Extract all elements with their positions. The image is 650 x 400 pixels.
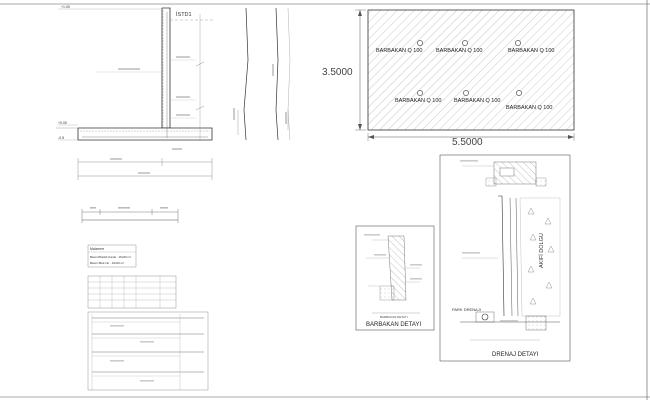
barbakan-label-4: BARBAKAN Q 100 [395, 98, 441, 104]
bar-schedule [87, 311, 209, 391]
barbakan-detail-title: BARBAKAN DETAYI [366, 322, 421, 328]
plan-height-dim: 3.5000 [322, 67, 353, 78]
barbakan-label-5: BARBAKAN Q 100 [454, 98, 500, 104]
drainage-detail-title: DRENAJ DETAYI [492, 352, 539, 358]
wall-section [56, 7, 215, 180]
dimension-strip [81, 207, 179, 223]
elev-top: +1.00 [61, 5, 70, 9]
barbakan-label-1: BARBAKAN Q 100 [376, 48, 422, 54]
material-table [87, 244, 177, 309]
barbakan-label-2: BARBAKAN Q 100 [436, 48, 482, 54]
plan-width-dim: 5.5000 [452, 137, 483, 148]
barbakan-detail [355, 225, 435, 331]
rebar-detail [233, 7, 291, 141]
drainage-detail [439, 154, 571, 362]
table-title: Malzeme [90, 247, 104, 251]
elev-mid: +0.00 [58, 121, 67, 125]
drainage-fill-label: AKIFİ DOLGU [538, 233, 545, 268]
barbakan-label-3: BARBAKAN Q 100 [508, 48, 554, 54]
table-row-2: Beton Blok No : 16x00 m² [90, 261, 124, 265]
elev-base: -0.5 [58, 136, 64, 140]
table-row-1: Beton/Plastik Kanal : 15x60 m² [90, 255, 131, 259]
barbakan-label-6: BARBAKAN Q 100 [506, 105, 552, 111]
barbakan-detail-subtitle: BARBAKAN DETAYI [380, 315, 408, 319]
wall-code: İSTD1 [176, 11, 192, 18]
drainage-pipe-label: PARK DRENAJI [452, 307, 481, 312]
barbakan-plan [355, 9, 575, 141]
